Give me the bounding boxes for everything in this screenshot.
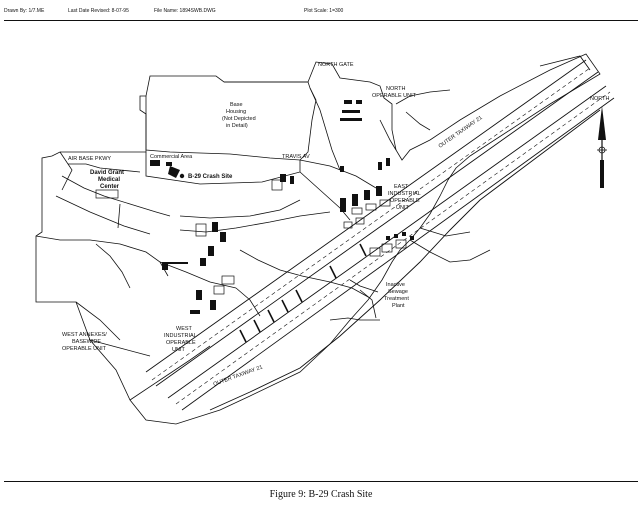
label-east-4: UNIT xyxy=(396,205,409,211)
label-medical-2: Medical xyxy=(98,177,120,183)
label-north-gate: NORTH GATE xyxy=(318,62,354,68)
label-north-ou-1: NORTH xyxy=(386,86,405,92)
label-base-housing-4: in Detail) xyxy=(226,123,248,129)
label-sewage-2: Sewage xyxy=(388,289,408,295)
medical-roads xyxy=(61,175,171,217)
label-north-arrow: NORTH xyxy=(590,96,609,102)
west-annex-roads xyxy=(75,301,121,341)
runway-main-right xyxy=(155,71,599,387)
label-west-ind-1: WEST xyxy=(176,326,193,332)
label-base-housing-2: Housing xyxy=(226,109,246,115)
building-outlines xyxy=(95,179,407,295)
taxiway xyxy=(209,109,601,411)
label-west-ind-3: OPERABLE xyxy=(166,340,196,346)
file-name: File Name: 1894SWB.DWG xyxy=(154,8,216,14)
runway-main-left xyxy=(145,59,587,373)
runway-centerline-2 xyxy=(175,91,611,405)
label-medical-3: Center xyxy=(100,184,120,190)
label-north-ou-2: OPERABLE UNIT xyxy=(372,93,417,99)
air-base-pkwy xyxy=(59,151,73,191)
label-sewage-1: Inactive xyxy=(386,282,405,288)
runway-second-right xyxy=(181,97,615,411)
label-east-1: EAST xyxy=(394,184,409,190)
housing-boundary xyxy=(145,81,317,161)
top-rule xyxy=(4,20,638,21)
east-roads xyxy=(395,89,451,105)
bottom-rule xyxy=(4,481,638,482)
map-labels: NORTH GATE NORTH OPERABLE UNIT Base Hous… xyxy=(62,62,484,388)
buildings xyxy=(150,100,414,314)
label-east-3: OPERABLE xyxy=(390,198,420,204)
label-taxiway-north: OUTER TAXIWAY 21 xyxy=(438,115,484,150)
label-west-ind-2: INDUSTRIAL xyxy=(164,333,197,339)
label-base-housing-1: Base xyxy=(230,102,243,108)
label-west-annexes-2: BASEWIDE xyxy=(72,339,101,345)
runway-centerline xyxy=(151,67,591,381)
label-west-annexes-1: WEST ANNEXES/ xyxy=(62,332,107,338)
label-base-housing-3: (Not Depicted xyxy=(222,116,256,122)
label-east-2: INDUSTRIAL xyxy=(388,191,421,197)
label-taxiway-south: OUTER TAXIWAY 21 xyxy=(213,364,264,387)
label-commercial-area: Commercial Area xyxy=(150,154,193,160)
last-revised: Last Date Revised: 8-07-95 xyxy=(68,8,129,14)
drawn-by: Drawn By: 1/7.ME xyxy=(4,8,45,14)
runway-ticks xyxy=(239,243,367,343)
label-west-annexes-3: OPERABLE UNIT xyxy=(62,346,107,352)
figure-caption: Figure 9: B-29 Crash Site xyxy=(269,489,373,500)
label-crash-site: B-29 Crash Site xyxy=(188,174,233,180)
drawing-header: Drawn By: 1/7.ME Last Date Revised: 8-07… xyxy=(4,8,638,18)
label-travis-av: TRAVIS AV xyxy=(282,154,310,160)
label-medical-1: David Grant xyxy=(90,170,124,176)
plot-scale: Plot Scale: 1=300 xyxy=(304,8,344,14)
north-arrow-icon: NORTH xyxy=(590,96,609,188)
commercial-area xyxy=(145,152,301,185)
label-air-base-pkwy: AIR BASE PKWY xyxy=(68,156,111,162)
base-boundary xyxy=(35,53,601,425)
label-sewage-3: Treatment xyxy=(384,296,409,302)
label-sewage-4: Plant xyxy=(392,303,405,309)
crash-site-hatch xyxy=(168,166,180,178)
crash-site-marker xyxy=(179,173,185,179)
label-west-ind-4: UNIT xyxy=(172,347,185,353)
runway-second-left xyxy=(167,85,607,399)
